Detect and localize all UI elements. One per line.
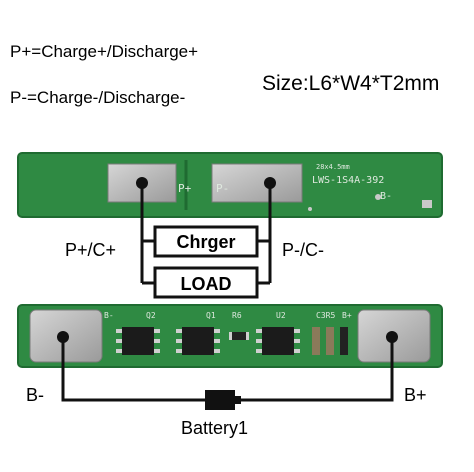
size-label: Size:L6*W4*T2mm [262, 72, 440, 95]
battery-symbol [205, 390, 241, 410]
top-pad-bminus [422, 200, 432, 208]
junction-p-minus [264, 177, 276, 189]
battery-plus-label: B+ [404, 385, 427, 405]
silk-bplus: B+ [342, 311, 352, 320]
charger-label: Chrger [176, 232, 235, 252]
junction-bminus [57, 331, 69, 343]
legend-p-plus: P+=Charge+/Discharge+ [10, 42, 199, 61]
silk-q2: Q2 [146, 311, 156, 320]
terminal-p-minus-label: P-/C- [282, 240, 324, 260]
silk-p-minus: P- [216, 182, 229, 195]
battery-minus-label: B- [26, 385, 44, 405]
chip-q2 [116, 327, 160, 355]
silk-u2: U2 [276, 311, 286, 320]
junction-bplus [386, 331, 398, 343]
silk-b: B- [104, 311, 114, 320]
silk-c3r5: C3R5 [316, 311, 335, 320]
charger-load-wiring [140, 183, 272, 285]
silk-q1: Q1 [206, 311, 216, 320]
silk-bminus: B- [380, 191, 392, 202]
silk-model: LWS-1S4A-392 [312, 175, 384, 186]
load-box: LOAD [153, 266, 259, 299]
legend-p-minus: P-=Charge-/Discharge- [10, 88, 186, 107]
top-pcb-board: P+ P- 28x4.5mm LWS-1S4A-392 B- [17, 152, 443, 218]
battery-wiring [61, 337, 394, 402]
passives-c3r5 [312, 327, 348, 355]
resistor-r6 [229, 332, 249, 340]
bottom-pcb-board: B- Q2 Q1 R6 U2 C3R5 B+ [17, 304, 443, 368]
silk-r6: R6 [232, 311, 242, 320]
chip-u2 [256, 327, 300, 355]
top-pad-right [211, 163, 303, 203]
silk-dims: 28x4.5mm [316, 163, 350, 171]
load-label: LOAD [181, 274, 232, 294]
junction-p-plus [136, 177, 148, 189]
charger-box: Chrger [153, 225, 259, 258]
battery-name-label: Battery1 [181, 418, 249, 438]
terminal-p-plus-label: P+/C+ [65, 240, 117, 260]
silk-p-plus: P+ [178, 182, 192, 195]
chip-q1 [176, 327, 220, 355]
